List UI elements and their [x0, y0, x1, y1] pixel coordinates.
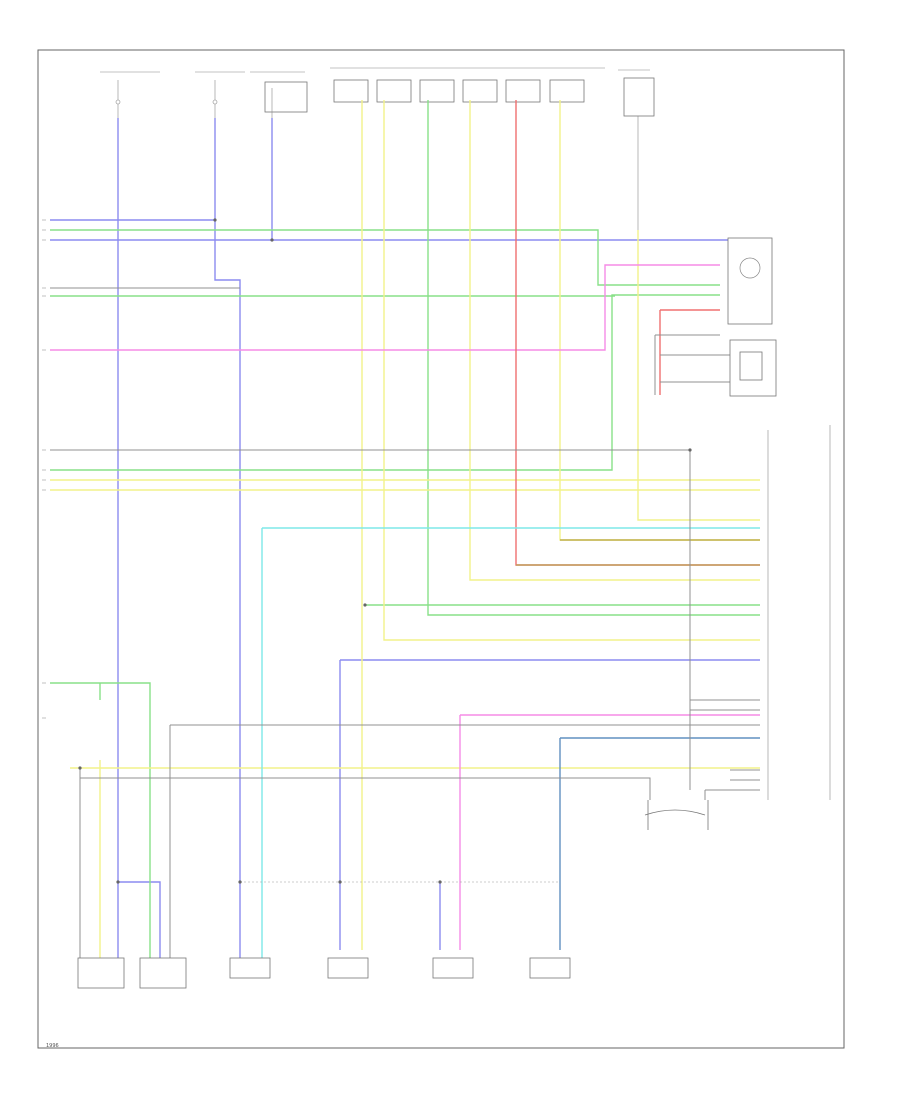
footer-code: 1996 [46, 1043, 59, 1049]
knock-sensor [432, 957, 474, 979]
wire-steelblue [559, 737, 760, 950]
camshaft-position-sensor [327, 957, 369, 979]
wire-pink [50, 264, 760, 950]
wire-cyan [261, 527, 760, 960]
wire-blue [50, 118, 760, 960]
hot-fuse-block-3 [250, 71, 308, 118]
injector-3 [419, 79, 455, 103]
ground-symbols [644, 800, 709, 830]
wire-gray [50, 287, 760, 960]
left-connector-marks [42, 219, 46, 719]
intake-air-temperature-sensor [529, 957, 571, 979]
wire-yellow [50, 100, 760, 960]
front-heated-oxygen-sensor [139, 957, 187, 989]
injector-2 [376, 79, 412, 103]
diagram-border [37, 49, 845, 1049]
injector-1 [333, 79, 369, 103]
hot-fuse-block-4 [618, 69, 655, 230]
fuel-injector-group [330, 67, 605, 103]
engine-control-module [767, 425, 831, 800]
injector-5 [505, 79, 541, 103]
vehicle-speed-sensor [729, 339, 777, 397]
rear-heated-oxygen-sensor [77, 957, 125, 989]
crankshaft-position-sensor [229, 957, 271, 979]
hot-fuse-block-2 [195, 71, 245, 118]
injector-4 [462, 79, 498, 103]
hot-fuse-block-1 [100, 71, 160, 118]
wire-green [50, 100, 760, 960]
throttle-position-sensor [727, 237, 773, 325]
junction-dots [78, 218, 692, 884]
injector-6 [549, 79, 585, 103]
